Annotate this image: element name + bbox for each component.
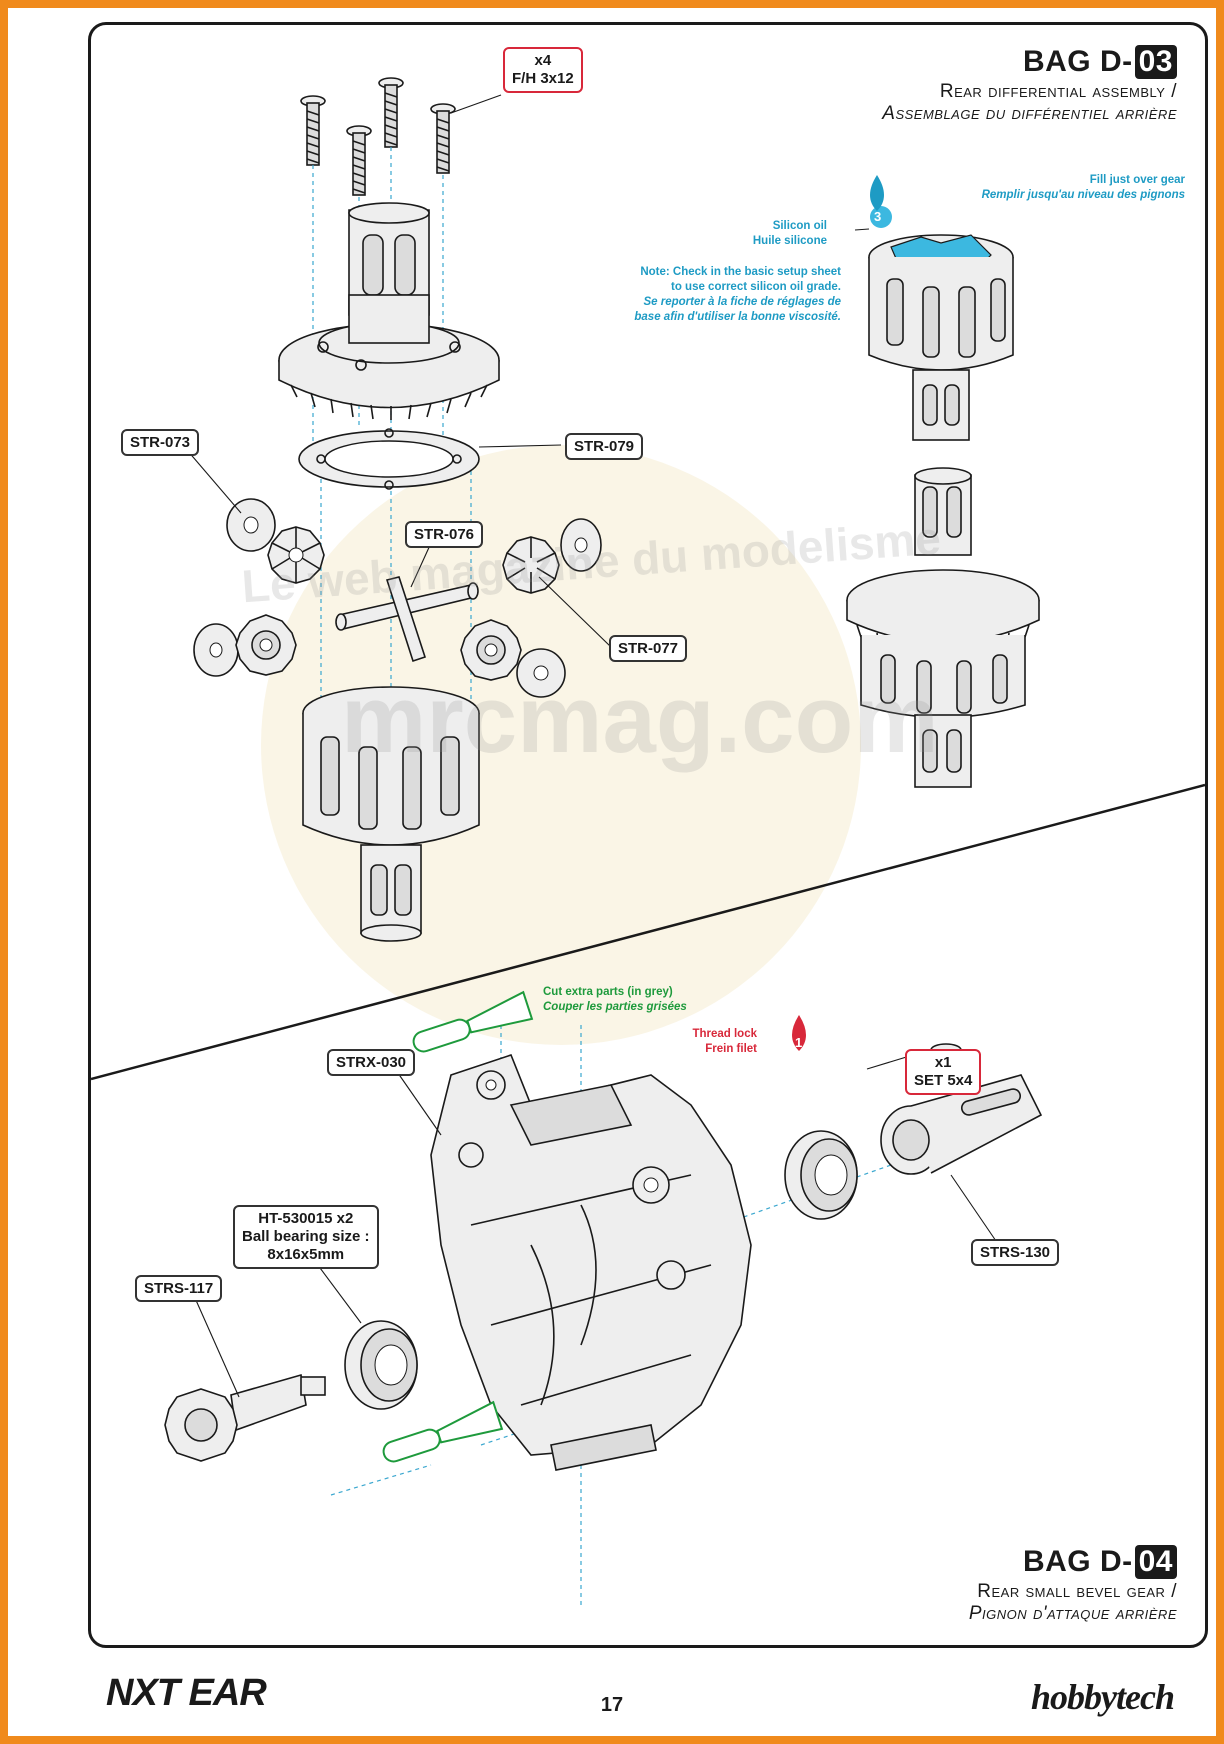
bearing-callout: HT-530015 x2 Ball bearing size : 8x16x5m… (233, 1205, 379, 1269)
step-markers (792, 175, 884, 1051)
part-label-str076: STR-076 (405, 521, 484, 548)
bag-d03-title: BAG D-03 (882, 45, 1177, 79)
diff-assembled (846, 467, 1040, 788)
cut-parts (382, 990, 534, 1463)
part-label-str079: STR-079 (565, 433, 644, 460)
manual-page: .ln { fill: none; stroke: #1a1a1a; strok… (8, 8, 1216, 1736)
washers (193, 498, 602, 698)
screw-callout: x4 F/H 3x12 (503, 47, 583, 93)
ball-bearings (344, 1130, 858, 1410)
fill-note: Fill just over gear Remplir jusqu'au niv… (981, 174, 1185, 201)
cross-pin-str076 (335, 576, 479, 663)
section-divider (91, 783, 1205, 1081)
bag-d04-header: BAG D-04 Rear small bevel gear / Pignon … (969, 1545, 1177, 1625)
bag-d03-header: BAG D-03 Rear differential assembly / As… (882, 45, 1177, 125)
part-label-strs130: STRS-130 (971, 1239, 1060, 1266)
bag-d03-subtitle-en: Rear differential assembly / (939, 81, 1177, 102)
diff-oil-filled (868, 206, 1014, 441)
part-label-strx030: STRX-030 (327, 1049, 416, 1076)
set-screw-callout: x1 SET 5x4 (905, 1049, 982, 1095)
hobbytech-logo: hobbytech (1031, 1677, 1175, 1717)
part-label-str073: STR-073 (121, 429, 200, 456)
leader-lines (180, 94, 997, 1398)
part-label-strs117: STRS-117 (135, 1275, 223, 1302)
page-number: 17 (600, 1694, 624, 1716)
bag-d04-subtitle-en: Rear small bevel gear / (977, 1581, 1177, 1602)
watermark-url: mrcmag.com (341, 666, 939, 773)
cut-parts-note: Cut extra parts (in grey) Couper les par… (543, 986, 687, 1013)
bag-d04-title: BAG D-04 (969, 1545, 1177, 1579)
screws-fh-3x12 (300, 77, 456, 196)
lock-step-number: 1 (795, 1035, 803, 1050)
gearbox-housing (430, 1054, 752, 1471)
bevel-gears (235, 526, 560, 681)
instruction-frame: .ln { fill: none; stroke: #1a1a1a; strok… (88, 22, 1208, 1648)
assembly-drawing: .ln { fill: none; stroke: #1a1a1a; strok… (91, 77, 1205, 1605)
ring-gear-assembly (278, 202, 500, 420)
pinion-gear (164, 1373, 326, 1462)
part-label-str077: STR-077 (609, 635, 688, 662)
silicon-oil-note: Silicon oil Huile silicone (752, 220, 827, 247)
thread-lock-note: Thread lock Frein filet (692, 1028, 757, 1055)
bag-d03-subtitle-fr: Assemblage du différentiel arrière (882, 103, 1177, 124)
diff-case (302, 686, 480, 942)
oil-step-number: 3 (874, 209, 882, 224)
bag-d04-subtitle-fr: Pignon d'attaque arrière (968, 1603, 1177, 1624)
gasket-str079 (298, 428, 480, 490)
setup-sheet-note: Note: Check in the basic setup sheet to … (634, 266, 841, 323)
nxt-logo: NXT EAR (106, 1672, 267, 1714)
